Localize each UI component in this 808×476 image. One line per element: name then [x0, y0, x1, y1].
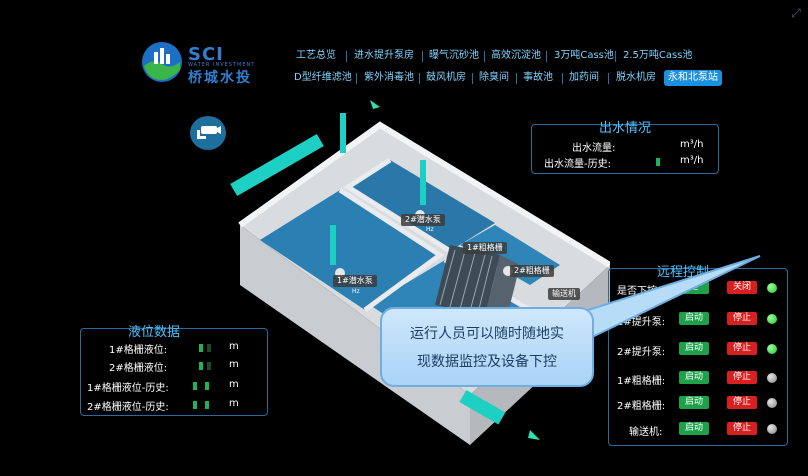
- logo-sub: WATER INVESTMENT: [188, 62, 256, 68]
- level-label-2: 2#格栅液位:: [109, 363, 168, 374]
- pump2-hz: Hz: [426, 226, 434, 233]
- camera-button[interactable]: [190, 116, 226, 150]
- outflow-unit-2: m³/h: [680, 155, 704, 166]
- nav-uv[interactable]: 紫外消毒池: [364, 72, 414, 83]
- remote-label-3: 2#提升泵:: [617, 347, 666, 358]
- callout-bubble: 运行人员可以随时随地实 现数据监控及设备下控: [380, 307, 594, 387]
- nav-blower[interactable]: 鼓风机房: [426, 72, 466, 83]
- nav-overview[interactable]: 工艺总览: [296, 50, 336, 61]
- grille1-stop-button[interactable]: 停止: [727, 371, 757, 384]
- grille1-tag[interactable]: 1#粗格栅: [463, 242, 507, 254]
- nav-aerated-grit[interactable]: 曝气沉砂池: [429, 50, 479, 61]
- level-value-4: [193, 399, 217, 409]
- grille2-start-button[interactable]: 启动: [679, 396, 709, 409]
- remote-label-1: 是否下控:: [617, 286, 661, 297]
- remote-disable-button[interactable]: 关闭: [727, 281, 757, 294]
- level-value-2: [199, 360, 219, 370]
- pump1-tag[interactable]: 1#潜水泵: [333, 275, 377, 287]
- callout-line-1: 运行人员可以随时随地实: [410, 326, 564, 342]
- outflow-value-2: [656, 156, 666, 166]
- nav-accident[interactable]: 事故池: [523, 72, 553, 83]
- level-unit-4: m: [229, 398, 239, 409]
- nav-cass-3[interactable]: 3万吨Cass池: [554, 50, 614, 61]
- remote-label-4: 1#粗格栅:: [617, 376, 666, 387]
- pump2-tag[interactable]: 2#潜水泵: [401, 214, 445, 226]
- remote-label-5: 2#粗格栅:: [617, 401, 666, 412]
- grille2-stop-button[interactable]: 停止: [727, 396, 757, 409]
- company-logo: SCI WATER INVESTMENT 桥城水投: [140, 40, 260, 86]
- level-label-1: 1#格栅液位:: [109, 345, 168, 356]
- grille1-status-lamp: [767, 373, 777, 383]
- remote-label-6: 输送机:: [629, 427, 663, 438]
- callout-line-2: 现数据监控及设备下控: [417, 354, 557, 370]
- level-value-3: [193, 380, 217, 390]
- logo-name: 桥城水投: [188, 70, 252, 86]
- grille2-tag[interactable]: 2#粗格栅: [510, 265, 554, 277]
- level-label-3: 1#格栅液位-历史:: [87, 383, 169, 394]
- level-value-1: [199, 342, 219, 352]
- nav-dewater[interactable]: 脱水机房: [616, 72, 656, 83]
- nav-d-filter[interactable]: D型纤维滤池: [294, 72, 352, 83]
- outflow-panel: 出水情况 出水流量: m³/h 出水流量-历史: m³/h: [531, 121, 719, 174]
- logo-emblem-icon: [142, 42, 182, 82]
- outflow-label-1: 出水流量:: [572, 143, 616, 154]
- pump1-start-button[interactable]: 启动: [679, 312, 709, 325]
- pump1-stop-button[interactable]: 停止: [727, 312, 757, 325]
- nav-yonghe-pump-station[interactable]: 永和北泵站: [664, 70, 722, 86]
- remote-label-2: 1#提升泵:: [617, 317, 666, 328]
- conveyor-stop-button[interactable]: 停止: [727, 422, 757, 435]
- nav-cass-25[interactable]: 2.5万吨Cass池: [623, 50, 693, 61]
- level-panel: 液位数据 1#格栅液位: m 2#格栅液位: m 1#格栅液位-历史: m 2#…: [80, 325, 268, 416]
- pump1-hz: Hz: [352, 288, 360, 295]
- nav-dosing[interactable]: 加药间: [569, 72, 599, 83]
- grille2-status-lamp: [767, 398, 777, 408]
- pump1-status-lamp: [767, 314, 777, 324]
- nav-deodor[interactable]: 除臭间: [479, 72, 509, 83]
- logo-brand: SCI: [188, 44, 224, 65]
- pump2-start-button[interactable]: 启动: [679, 342, 709, 355]
- level-title: 液位数据: [127, 325, 180, 340]
- remote-status-lamp: [767, 283, 777, 293]
- nav-sedimentation[interactable]: 高效沉淀池: [491, 50, 541, 61]
- level-label-4: 2#格栅液位-历史:: [87, 402, 169, 413]
- level-unit-1: m: [229, 341, 239, 352]
- fullscreen-icon[interactable]: ⤢: [791, 6, 801, 20]
- conveyor-status-lamp: [767, 424, 777, 434]
- nav-inlet-pump[interactable]: 进水提升泵房: [354, 50, 414, 61]
- level-unit-3: m: [229, 379, 239, 390]
- pump2-status-lamp: [767, 344, 777, 354]
- outflow-unit-1: m³/h: [680, 139, 704, 150]
- conveyor-tag[interactable]: 输送机: [548, 288, 580, 300]
- outflow-label-2: 出水流量-历史:: [544, 159, 611, 170]
- cctv-camera-icon: [197, 126, 221, 139]
- grille1-start-button[interactable]: 启动: [679, 371, 709, 384]
- level-unit-2: m: [229, 359, 239, 370]
- pump2-stop-button[interactable]: 停止: [727, 342, 757, 355]
- conveyor-start-button[interactable]: 启动: [679, 422, 709, 435]
- outflow-title: 出水情况: [598, 121, 651, 136]
